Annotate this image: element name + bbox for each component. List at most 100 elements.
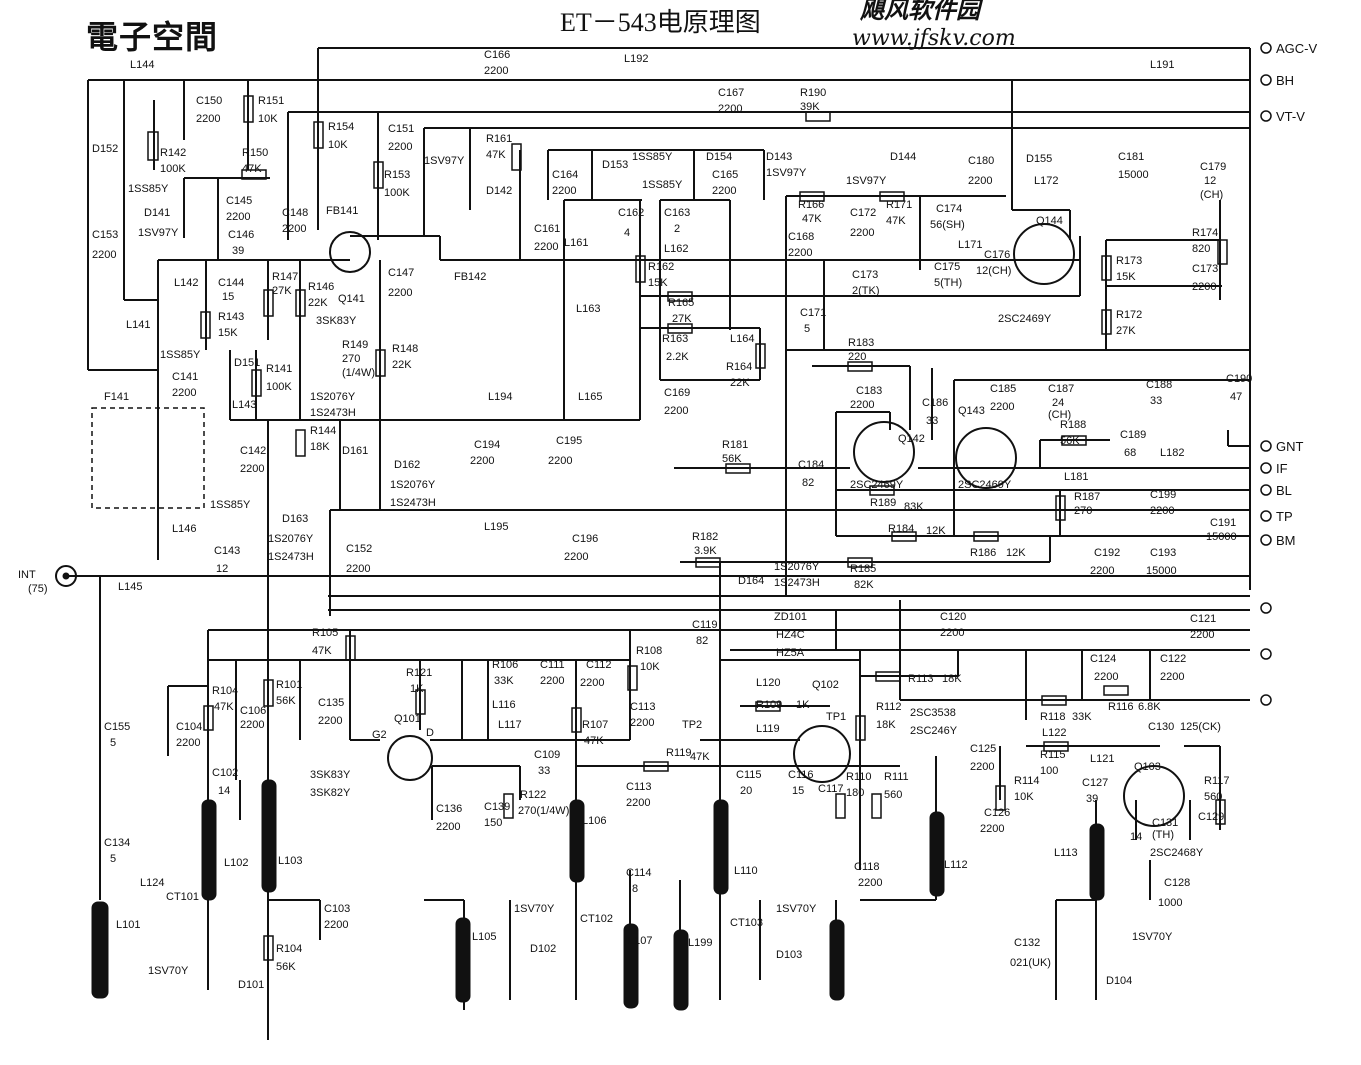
component-label: 18K: [310, 441, 330, 453]
component-label: (1/4W): [342, 367, 375, 379]
component-label: 2200: [388, 141, 412, 153]
component-label: 27K: [672, 313, 692, 325]
component-label: 15000: [1118, 169, 1149, 181]
component-label: C144: [218, 277, 244, 289]
component-label: C113: [626, 781, 651, 793]
component-label: 3SK82Y: [310, 787, 351, 799]
component-label: Q144: [1036, 215, 1063, 227]
component-label: R183: [848, 337, 874, 349]
component-label: 5(TH): [934, 277, 962, 289]
component-label: L107: [628, 935, 652, 947]
component-label: R104: [276, 943, 302, 955]
component-label: 1SV97Y: [846, 175, 887, 187]
component-label: 3.9K: [694, 545, 717, 557]
component-label: C153: [92, 229, 118, 241]
component-label: C161: [534, 223, 560, 235]
component-label: 2200: [970, 761, 994, 773]
component-label: R187: [1074, 491, 1100, 503]
component-label: R105: [312, 627, 338, 639]
component-label: R122: [520, 789, 546, 801]
component-label: C163: [664, 207, 690, 219]
component-label: INT: [18, 569, 36, 581]
component-label: C166: [484, 49, 510, 61]
component-label: 2SC2469Y: [998, 313, 1052, 325]
component-label: 2200: [282, 223, 306, 235]
component-label: 15K: [218, 327, 238, 339]
component-label: (75): [28, 583, 48, 595]
component-label: D162: [394, 459, 420, 471]
component-label: C117: [818, 783, 843, 795]
component-label: C135: [318, 697, 344, 709]
component-label: 2200: [196, 113, 220, 125]
component-label: C155: [104, 721, 130, 733]
terminal-if: IF: [1276, 461, 1288, 476]
component-label: D103: [776, 949, 802, 961]
component-label: 2200: [1160, 671, 1184, 683]
component-label: C122: [1160, 653, 1186, 665]
component-label: R146: [308, 281, 334, 293]
component-label: D102: [530, 943, 556, 955]
component-label: L103: [278, 855, 302, 867]
component-label: D155: [1026, 153, 1052, 165]
component-label: D144: [890, 151, 916, 163]
component-label: R182: [692, 531, 718, 543]
component-label: R165: [668, 297, 694, 309]
component-label: CT102: [580, 913, 613, 925]
component-label: R150: [242, 147, 268, 159]
component-label: HZ4C: [776, 629, 805, 641]
component-label: 2200: [850, 227, 874, 239]
component-label: 14: [1130, 831, 1142, 843]
component-label: L124: [140, 877, 164, 889]
component-label: L191: [1150, 59, 1174, 71]
component-label: C112: [586, 659, 611, 671]
component-label: 270: [342, 353, 360, 365]
component-label: C175: [934, 261, 960, 273]
component-label: 1SS85Y: [128, 183, 169, 195]
component-label: D154: [706, 151, 732, 163]
component-label: 2SC2469Y: [850, 479, 904, 491]
component-label: L120: [756, 677, 780, 689]
component-label: R106: [492, 659, 518, 671]
component-label: 270: [1074, 505, 1092, 517]
component-label: 1S2473H: [310, 407, 356, 419]
component-label: L101: [116, 919, 140, 931]
component-label: L171: [958, 239, 982, 251]
terminal-circles: [1260, 42, 1272, 706]
component-label: 1000: [1158, 897, 1182, 909]
component-label: 56K: [276, 695, 296, 707]
component-label: 12: [1204, 175, 1216, 187]
component-label: HZ5A: [776, 647, 805, 659]
component-label: C171: [800, 307, 826, 319]
component-label: 47K: [802, 213, 822, 225]
component-label: 15K: [648, 277, 668, 289]
component-label: 15000: [1146, 565, 1177, 577]
component-label: R144: [310, 425, 336, 437]
component-symbols: [55, 95, 1228, 1011]
component-label: 2200: [564, 551, 588, 563]
component-label: L164: [730, 333, 754, 345]
component-label: CT103: [730, 917, 763, 929]
component-label: 47K: [312, 645, 332, 657]
component-label: 2200: [552, 185, 576, 197]
logo-text: 電子空間: [86, 18, 219, 56]
component-label: R108: [636, 645, 662, 657]
component-label: C162: [618, 207, 644, 219]
component-label: 3SK83Y: [316, 315, 357, 327]
component-label: L144: [130, 59, 154, 71]
component-label: R171: [886, 199, 912, 211]
component-label: 1SV97Y: [138, 227, 179, 239]
component-label: L146: [172, 523, 196, 535]
component-label: 021(UK): [1010, 957, 1051, 969]
component-label: 15K: [1116, 271, 1136, 283]
component-label: 2200: [484, 65, 508, 77]
component-label: C196: [572, 533, 598, 545]
component-label: 1S2076Y: [390, 479, 436, 491]
component-label: 100K: [266, 381, 292, 393]
component-label: 12K: [1006, 547, 1026, 559]
component-label: D153: [602, 159, 628, 171]
component-label: L199: [688, 937, 712, 949]
component-label: C126: [984, 807, 1010, 819]
component-label: R116: [1108, 701, 1133, 713]
component-label: C121: [1190, 613, 1216, 625]
component-label: Q141: [338, 293, 365, 305]
